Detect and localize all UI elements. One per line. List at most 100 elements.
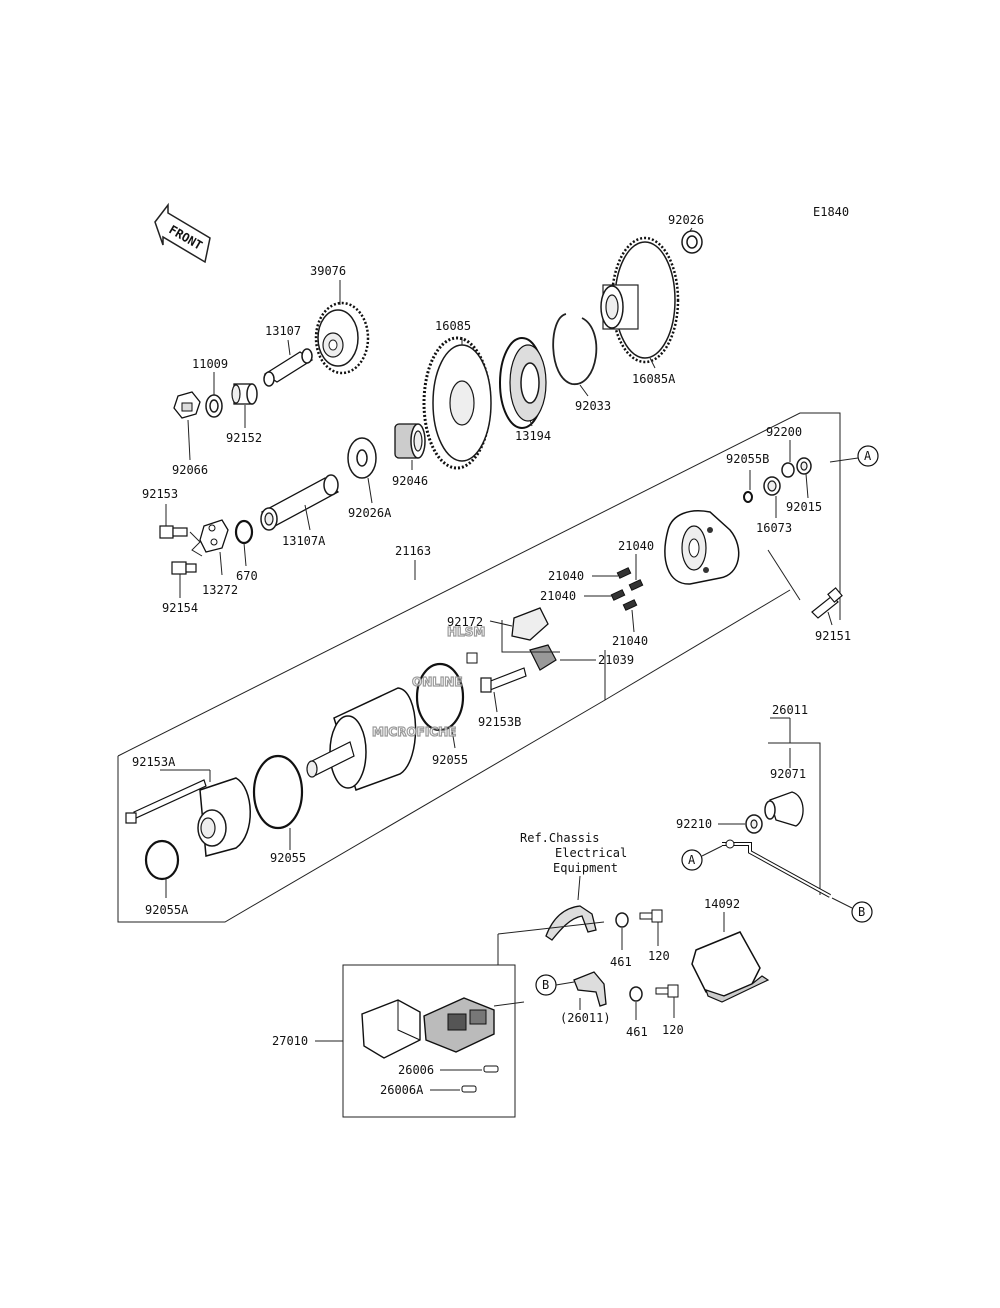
part-starter-relay[interactable] [423, 997, 495, 1053]
part-92055B[interactable] [743, 491, 753, 503]
part-92066[interactable] [173, 391, 201, 419]
label-16085: 16085 [435, 319, 471, 333]
label-21040-b: 21040 [548, 569, 584, 583]
label-14092: 14092 [704, 897, 740, 911]
part-92055-upper[interactable] [415, 662, 465, 732]
label-92033: 92033 [575, 399, 611, 413]
part-670[interactable] [234, 519, 254, 545]
label-39076: 39076 [310, 264, 346, 278]
part-92153[interactable] [159, 525, 188, 539]
watermark-line-3: MICROFICHE [372, 725, 456, 739]
part-21040-springs[interactable] [610, 567, 644, 611]
ref-note-line-2: Electrical [555, 846, 627, 860]
part-16073[interactable] [763, 476, 781, 496]
label-13107A: 13107A [282, 534, 326, 548]
part-92153A[interactable] [125, 779, 207, 824]
part-21039[interactable] [511, 607, 557, 671]
label-92153: 92153 [142, 487, 178, 501]
label-92026: 92026 [668, 213, 704, 227]
label-92210: 92210 [676, 817, 712, 831]
label-27010: 27010 [272, 1034, 308, 1048]
part-92071[interactable] [764, 791, 804, 827]
label-461-bottom: 461 [626, 1025, 648, 1039]
label-16085A: 16085A [632, 372, 676, 386]
label-92015: 92015 [786, 500, 822, 514]
part-26011-cable-end[interactable] [573, 971, 607, 1007]
label-461-top: 461 [610, 955, 632, 969]
part-92210[interactable] [745, 814, 763, 834]
part-92152[interactable] [231, 383, 258, 405]
part-14092[interactable] [691, 931, 770, 1003]
label-92066: 92066 [172, 463, 208, 477]
label-92200: 92200 [766, 425, 802, 439]
part-13194[interactable] [499, 337, 547, 429]
part-92055A[interactable] [144, 839, 180, 881]
part-26006[interactable] [483, 1065, 499, 1073]
part-92015[interactable] [796, 457, 812, 475]
label-92026A: 92026A [348, 506, 392, 520]
callout-b-left: B [542, 978, 549, 992]
label-92154: 92154 [162, 601, 198, 615]
watermark-line-2: ONLINE [412, 675, 463, 689]
part-92154[interactable] [171, 561, 197, 575]
label-21039: 21039 [598, 653, 634, 667]
part-92046[interactable] [394, 423, 426, 459]
label-92055A: 92055A [145, 903, 189, 917]
part-92026A[interactable] [347, 437, 377, 479]
label-92071: 92071 [770, 767, 806, 781]
label-21163: 21163 [395, 544, 431, 558]
watermark-line-1: HLSM [447, 625, 485, 639]
front-arrow-icon: FRONT [154, 202, 211, 264]
label-26011: 26011 [772, 703, 808, 717]
part-92151[interactable] [811, 587, 843, 619]
label-120-bottom: 120 [662, 1023, 684, 1037]
part-39076[interactable] [314, 301, 370, 375]
part-461-top[interactable] [615, 912, 629, 928]
label-92153B: 92153B [478, 715, 521, 729]
assembly-box-top [117, 412, 841, 757]
label-92172: 92172 [447, 615, 483, 629]
part-starter-front-cover[interactable] [197, 777, 251, 857]
part-120-top[interactable] [639, 909, 663, 923]
label-11009: 11009 [192, 357, 228, 371]
part-16085A[interactable] [600, 236, 680, 364]
part-26011-cable[interactable] [722, 839, 831, 898]
label-92055-lower: 92055 [270, 851, 306, 865]
callout-a-top: A [864, 449, 872, 463]
part-13272[interactable] [199, 519, 229, 553]
diagram-code: E1840 [813, 205, 849, 219]
part-13107A[interactable] [260, 474, 340, 531]
label-26006: 26006 [398, 1063, 434, 1077]
part-ground-cable[interactable] [545, 905, 597, 941]
label-92151: 92151 [815, 629, 851, 643]
part-92026[interactable] [681, 230, 703, 254]
label-21040-c: 21040 [540, 589, 576, 603]
label-670: 670 [236, 569, 258, 583]
label-26011-ref: (26011) [560, 1011, 611, 1025]
part-120-bottom[interactable] [655, 984, 679, 998]
part-92033[interactable] [552, 313, 598, 385]
part-26006A[interactable] [461, 1085, 477, 1093]
part-relay-cover[interactable] [361, 999, 421, 1059]
part-11009[interactable] [205, 394, 223, 418]
label-13272: 13272 [202, 583, 238, 597]
label-13107: 13107 [265, 324, 301, 338]
label-16073: 16073 [756, 521, 792, 535]
part-92153B[interactable] [480, 667, 527, 693]
part-461-bottom[interactable] [629, 986, 643, 1002]
ref-note-line-1: Ref.Chassis [520, 831, 599, 845]
part-16085[interactable] [422, 336, 492, 470]
callout-a-bottom: A [688, 853, 696, 867]
label-92055-upper: 92055 [432, 753, 468, 767]
part-small-screw[interactable] [466, 652, 478, 664]
label-26006A: 26006A [380, 1083, 424, 1097]
part-13107[interactable] [263, 348, 314, 387]
part-92200[interactable] [781, 462, 795, 478]
label-13194: 13194 [515, 429, 551, 443]
part-starter-yoke[interactable] [306, 687, 417, 791]
part-brush-holder-cover[interactable] [664, 510, 740, 585]
part-92055-lower[interactable] [252, 754, 304, 830]
watermark: HLSM ONLINE MICROFICHE [371, 624, 485, 739]
callout-b-right: B [858, 905, 865, 919]
